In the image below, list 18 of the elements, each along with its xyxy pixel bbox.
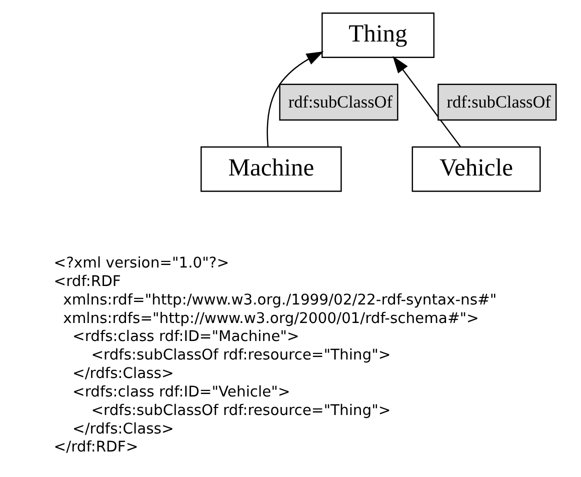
node-box: Thing <box>322 12 434 58</box>
label: <rdfs:subClassOf rdf:resource="Thing"> <box>91 346 391 364</box>
label: <?xml version="1.0"?> <box>54 254 230 272</box>
label: </rdfs:Class> <box>72 420 174 438</box>
label: </rdf:RDF> <box>54 438 138 456</box>
label: <rdfs:subClassOf rdf:resource="Thing"> <box>91 402 391 419</box>
node-box: Machine <box>200 146 342 192</box>
label: xmlns:rdf="http:/www.w3.org./1999/02/22-rdf-syntax-ns#" <box>63 291 497 308</box>
arrow <box>392 56 461 148</box>
label: <rdf:RDF <box>54 272 121 290</box>
label: xmlns:rdfs="http://www.w3.org/2000/01/rdf-schema#"> <box>63 310 479 327</box>
edge-label: rdf:subClassOf <box>446 92 551 112</box>
label: <rdfs:class rdf:ID="Vehicle"> <box>72 383 290 400</box>
label: </rdfs:Class> <box>72 365 174 382</box>
edge-label: rdf:subClassOf <box>288 92 392 112</box>
node-box: Vehicle <box>412 146 541 192</box>
arrow <box>266 51 324 147</box>
label: <rdfs:class rdf:ID="Machine"> <box>72 328 300 346</box>
